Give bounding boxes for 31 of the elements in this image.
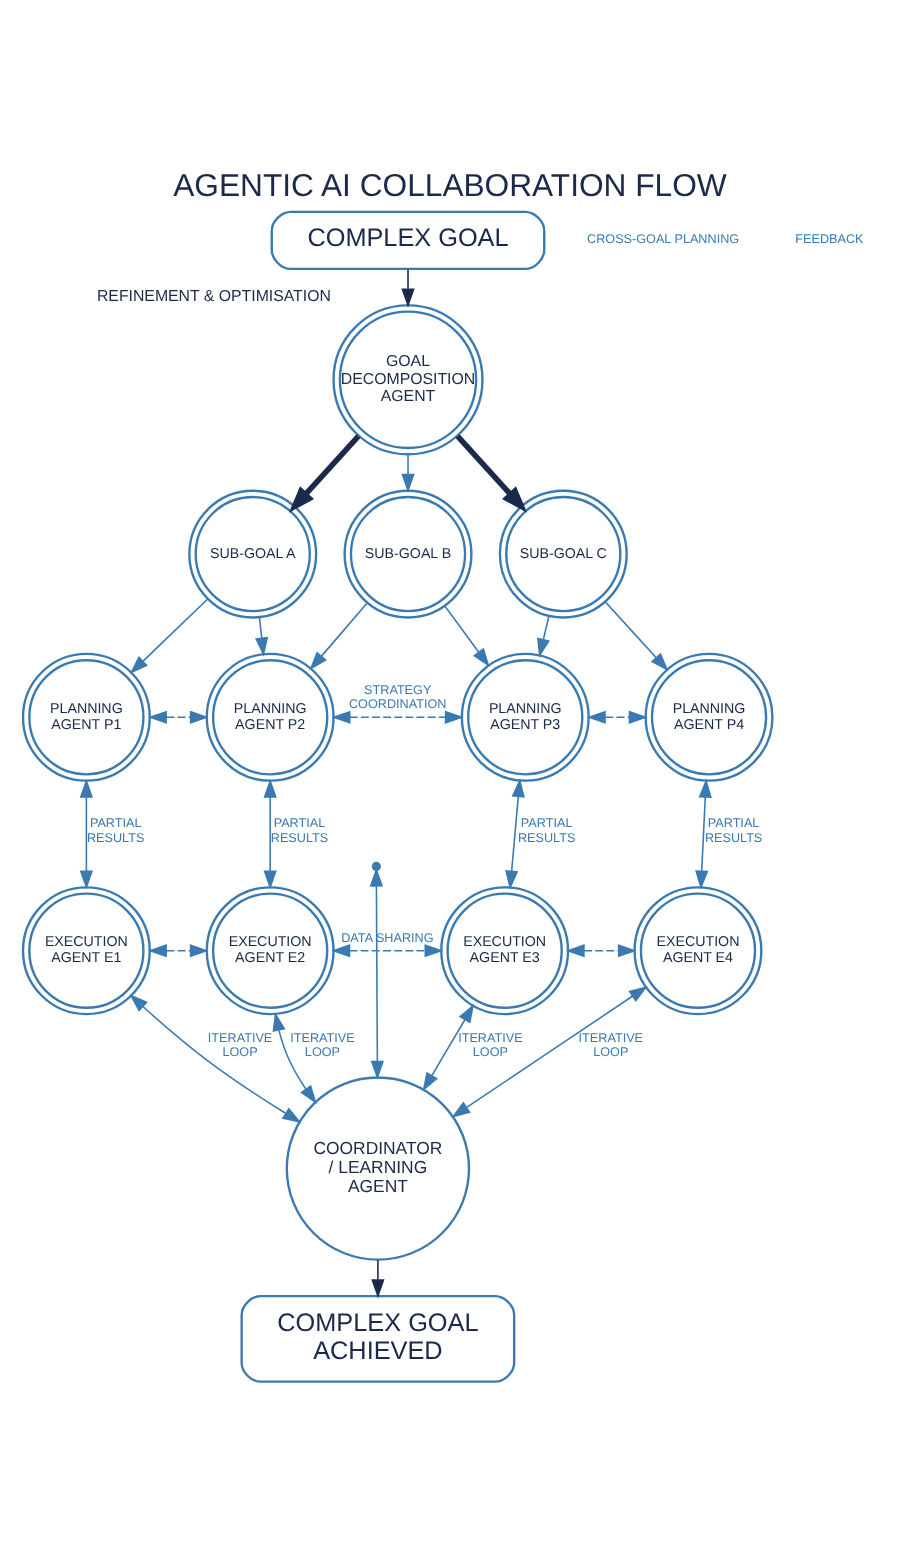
arrow <box>79 777 94 889</box>
node-box: COMPLEX GOAL <box>270 209 546 270</box>
arrow <box>565 943 637 957</box>
arrow <box>371 1258 385 1298</box>
arrow <box>604 600 669 671</box>
arrow <box>129 993 302 1123</box>
arrow <box>331 943 444 957</box>
arrow <box>309 601 369 670</box>
node-circle: GOAL DECOMPOSITION AGENT <box>332 303 484 455</box>
arrow <box>455 433 528 512</box>
arrow <box>505 777 525 889</box>
node-box: COMPLEX GOAL ACHIEVED <box>240 1293 516 1382</box>
arrow <box>272 1011 317 1104</box>
arrow <box>147 709 209 723</box>
node-label: REFINEMENT & OPTIMISATION <box>96 285 331 304</box>
diagram-title: AGENTIC AI COLLABORATION FLOW <box>173 169 727 204</box>
arrow <box>444 604 490 667</box>
arrow <box>255 615 269 656</box>
arrow <box>537 614 550 657</box>
arrow <box>695 777 712 889</box>
arrow <box>401 267 415 307</box>
arrow <box>129 597 209 674</box>
arrow <box>331 709 464 723</box>
arrow <box>369 866 384 1079</box>
arrow <box>451 984 648 1117</box>
arrow <box>586 709 648 723</box>
arrow <box>263 777 277 889</box>
arrow <box>401 452 415 492</box>
arrow <box>288 433 361 512</box>
arrow <box>147 943 209 957</box>
arrow <box>422 1002 475 1091</box>
